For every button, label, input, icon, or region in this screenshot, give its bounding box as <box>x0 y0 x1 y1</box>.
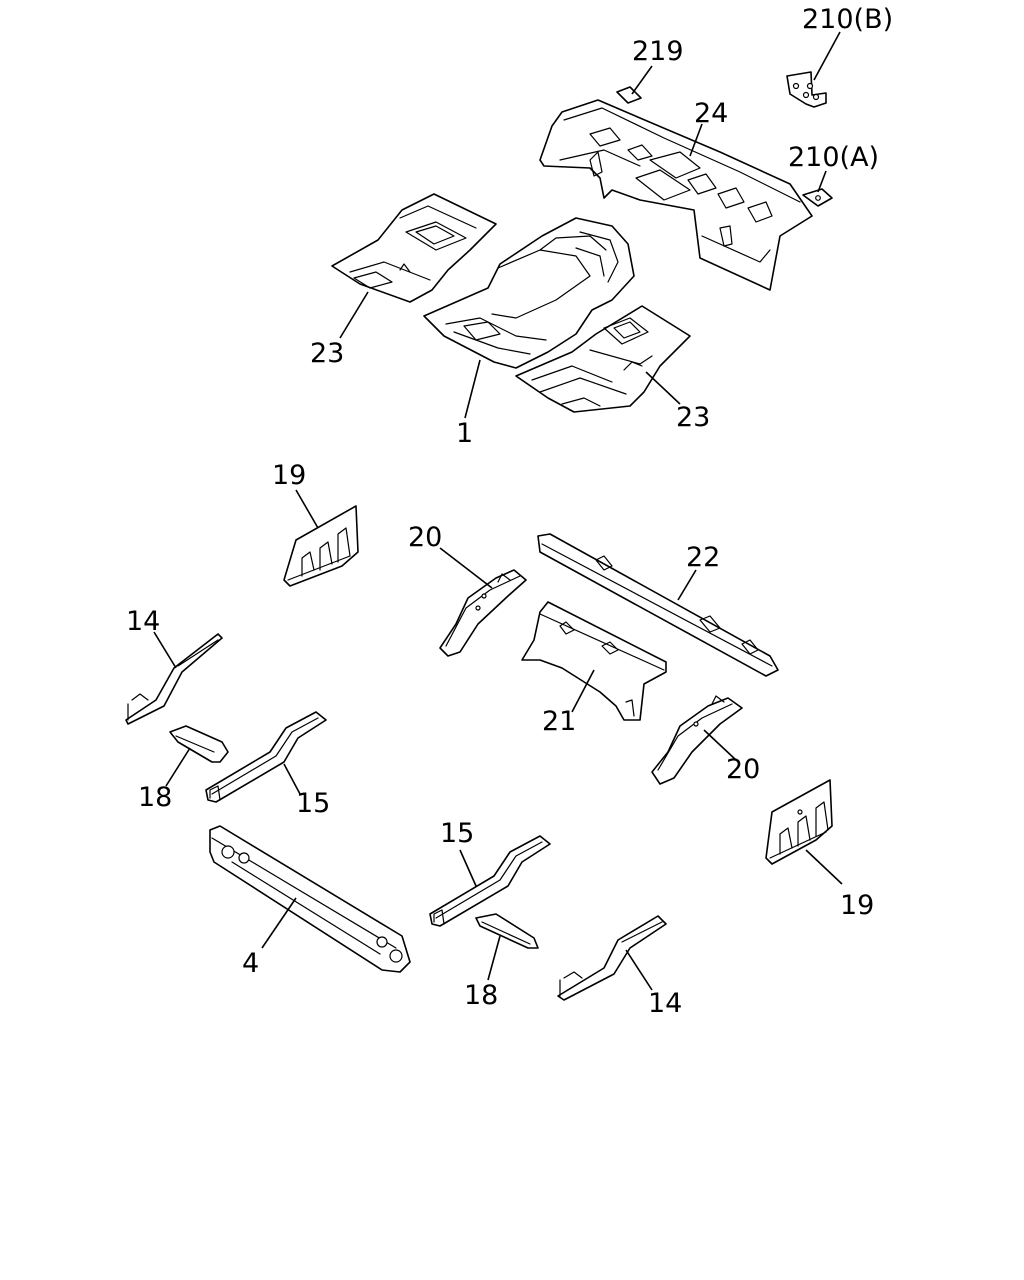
label-22: 22 <box>686 542 720 573</box>
label-20-right: 20 <box>726 754 760 785</box>
label-20-left: 20 <box>408 522 442 553</box>
part-20-outrigger-left <box>439 547 527 657</box>
part-1-floor-panel <box>423 217 635 419</box>
label-210a: 210(A) <box>788 142 879 173</box>
label-15-left: 15 <box>296 788 330 819</box>
part-20-outrigger-right <box>651 695 743 785</box>
part-219-plate <box>616 65 653 104</box>
label-23-right: 23 <box>676 402 710 433</box>
part-15-rail-right <box>429 835 551 927</box>
label-18-right: 18 <box>464 980 498 1011</box>
label-14-left: 14 <box>126 606 160 637</box>
part-19-gusset-right <box>765 779 843 885</box>
label-210b: 210(B) <box>802 4 893 35</box>
label-21: 21 <box>542 706 576 737</box>
label-4: 4 <box>242 948 259 979</box>
part-22-crossmember-rear <box>537 533 779 677</box>
part-19-gusset-left <box>283 489 359 587</box>
label-219: 219 <box>632 36 684 67</box>
part-15-rail-left <box>205 711 327 803</box>
label-23-left: 23 <box>310 338 344 369</box>
part-23-floor-side-left <box>331 193 497 339</box>
label-24: 24 <box>694 98 728 129</box>
label-1: 1 <box>456 418 473 449</box>
label-19-right: 19 <box>840 890 874 921</box>
label-18-left: 18 <box>138 782 172 813</box>
part-210a-bracket <box>802 170 833 207</box>
part-21-crossmember-mid <box>521 601 667 721</box>
label-15-right: 15 <box>440 818 474 849</box>
part-14-side-sill-right <box>557 915 667 1001</box>
part-18-bracket-left <box>165 725 229 787</box>
part-210b-bracket <box>786 31 841 108</box>
part-23-floor-side-right <box>515 305 691 413</box>
part-14-side-sill-left <box>125 631 223 725</box>
label-19-left: 19 <box>272 460 306 491</box>
part-24-rear-floor <box>539 99 813 291</box>
callout-labels: 219 210(B) 210(A) 24 23 1 23 19 20 22 14… <box>126 4 893 1019</box>
part-18-bracket-right <box>475 913 539 981</box>
label-14-right: 14 <box>648 988 682 1019</box>
part-4-crossmember-front <box>209 825 411 973</box>
